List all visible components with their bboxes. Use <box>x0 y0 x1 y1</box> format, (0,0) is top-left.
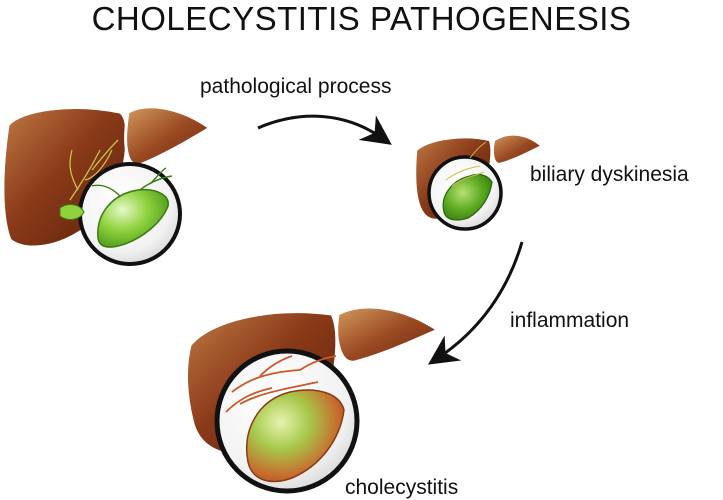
label-inflammation: inflammation <box>510 309 630 332</box>
stage-dyskinesia-illustration <box>413 133 545 231</box>
arrow-pathological-process <box>257 114 392 145</box>
page-title: CHOLECYSTITIS PATHOGENESIS <box>91 0 632 37</box>
gallbladder-normal <box>97 188 169 248</box>
gallbladder-dyskinesia <box>442 173 493 221</box>
label-cholecystitis: cholecystitis <box>345 476 459 499</box>
liver-left-lobe <box>335 305 442 364</box>
label-biliary-dyskinesia: biliary dyskinesia <box>530 163 689 186</box>
liver-left-lobe <box>491 133 545 166</box>
gallbladder-inflamed <box>246 389 345 483</box>
stage-cholecystitis-illustration <box>184 305 442 494</box>
bile-vessels <box>69 139 119 201</box>
arrow-inflammation <box>428 241 524 365</box>
label-pathological-process: pathological process <box>200 75 392 98</box>
stage-normal-illustration <box>1 105 213 266</box>
liver-left-lobe <box>124 105 213 167</box>
